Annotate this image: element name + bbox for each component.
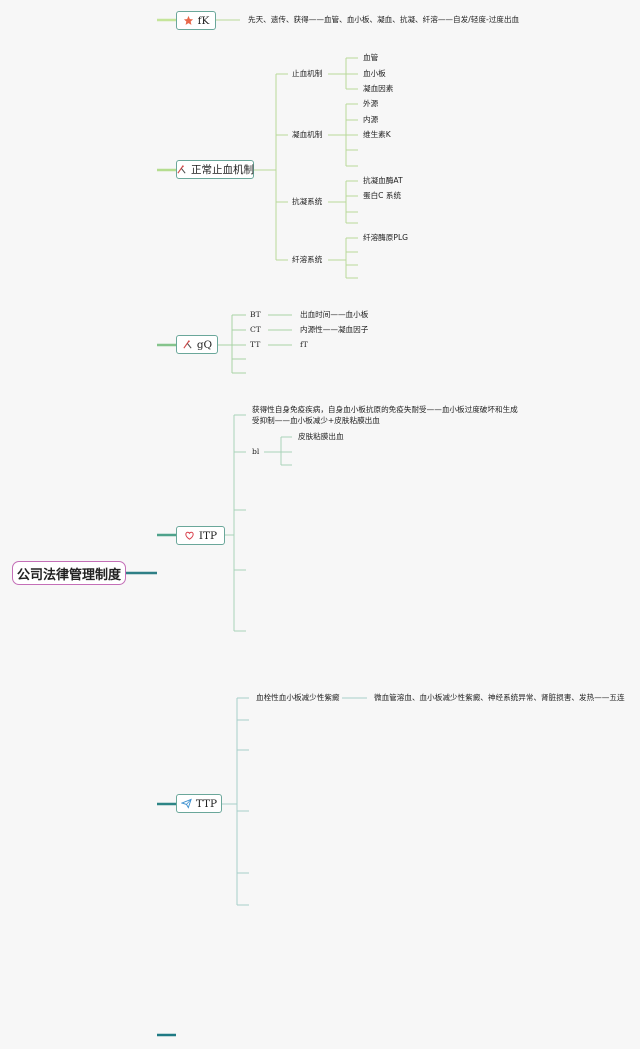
group-hemostasis-mechanism: 止血机制 — [292, 69, 323, 78]
leaf-intrinsic: 内源 — [363, 115, 379, 124]
ttp-item-desc: 微血管溶血、血小板减少性紫癜、神经系统异常、肾脏损害、发热——五连 — [374, 693, 625, 702]
leaf-skin-mucosa-bleeding: 皮肤粘膜出血 — [298, 432, 344, 441]
leaf-extrinsic: 外源 — [363, 99, 379, 108]
branch-fk[interactable]: fK — [176, 11, 216, 30]
branch-itp[interactable]: ITP — [176, 526, 225, 545]
leaf-coag-factor: 凝血因素 — [363, 84, 394, 93]
group-coagulation: 凝血机制 — [292, 130, 323, 139]
itp-sub-label: bl — [252, 447, 260, 456]
itp-description-line1: 获得性自身免疫疾病，自身血小板抗原的免疫失耐受——血小板过度破坏和生成 — [252, 405, 518, 414]
leaf-plasminogen: 纤溶酶原PLG — [363, 233, 409, 242]
leaf-antithrombin: 抗凝血酶AT — [363, 176, 403, 185]
root-label: 公司法律管理制度 — [16, 567, 121, 583]
desc-ct: 内源性——凝血因子 — [300, 325, 369, 334]
code-ct: CT — [250, 325, 261, 334]
branch-ttp[interactable]: TTP — [176, 794, 222, 813]
branch-hemostasis-label: 正常止血机制 — [191, 164, 254, 176]
branch-itp-label: ITP — [198, 529, 218, 542]
branch-gq-label: gQ — [196, 338, 213, 351]
leaf-platelet: 血小板 — [363, 69, 386, 78]
code-bt: BT — [250, 310, 261, 319]
branch-ttp-label: TTP — [195, 797, 218, 810]
branch-hemostasis[interactable]: 正常止血机制 — [176, 160, 254, 179]
branch-gq[interactable]: gQ — [176, 335, 218, 354]
leaf-protein-c: 蛋白C 系统 — [363, 191, 402, 200]
leaf-vessel: 血管 — [363, 53, 379, 62]
star-icon — [183, 15, 194, 26]
group-anticoagulation: 抗凝系统 — [292, 197, 323, 206]
fk-description: 先天、遗传、获得——血管、血小板、凝血、抗凝、纤溶——自发/轻度-过度出血 — [248, 15, 520, 24]
branch-fk-label: fK — [197, 14, 210, 27]
heart-icon — [184, 530, 195, 541]
code-tt: TT — [250, 340, 261, 349]
crossed-pens-icon — [182, 339, 193, 350]
ttp-item-label: 血栓性血小板减少性紫癜 — [256, 693, 340, 702]
leaf-vitamin-k: 维生素K — [363, 130, 391, 139]
root-node[interactable]: 公司法律管理制度 — [12, 561, 126, 585]
desc-bt: 出血时间——血小板 — [300, 310, 369, 319]
itp-description-line2: 受抑制——血小板减少+皮肤粘膜出血 — [252, 416, 380, 425]
desc-tt: fT — [300, 340, 308, 349]
crossed-pens-icon — [176, 164, 187, 175]
paper-plane-icon — [180, 798, 192, 809]
group-fibrinolysis: 纤溶系统 — [292, 255, 323, 264]
